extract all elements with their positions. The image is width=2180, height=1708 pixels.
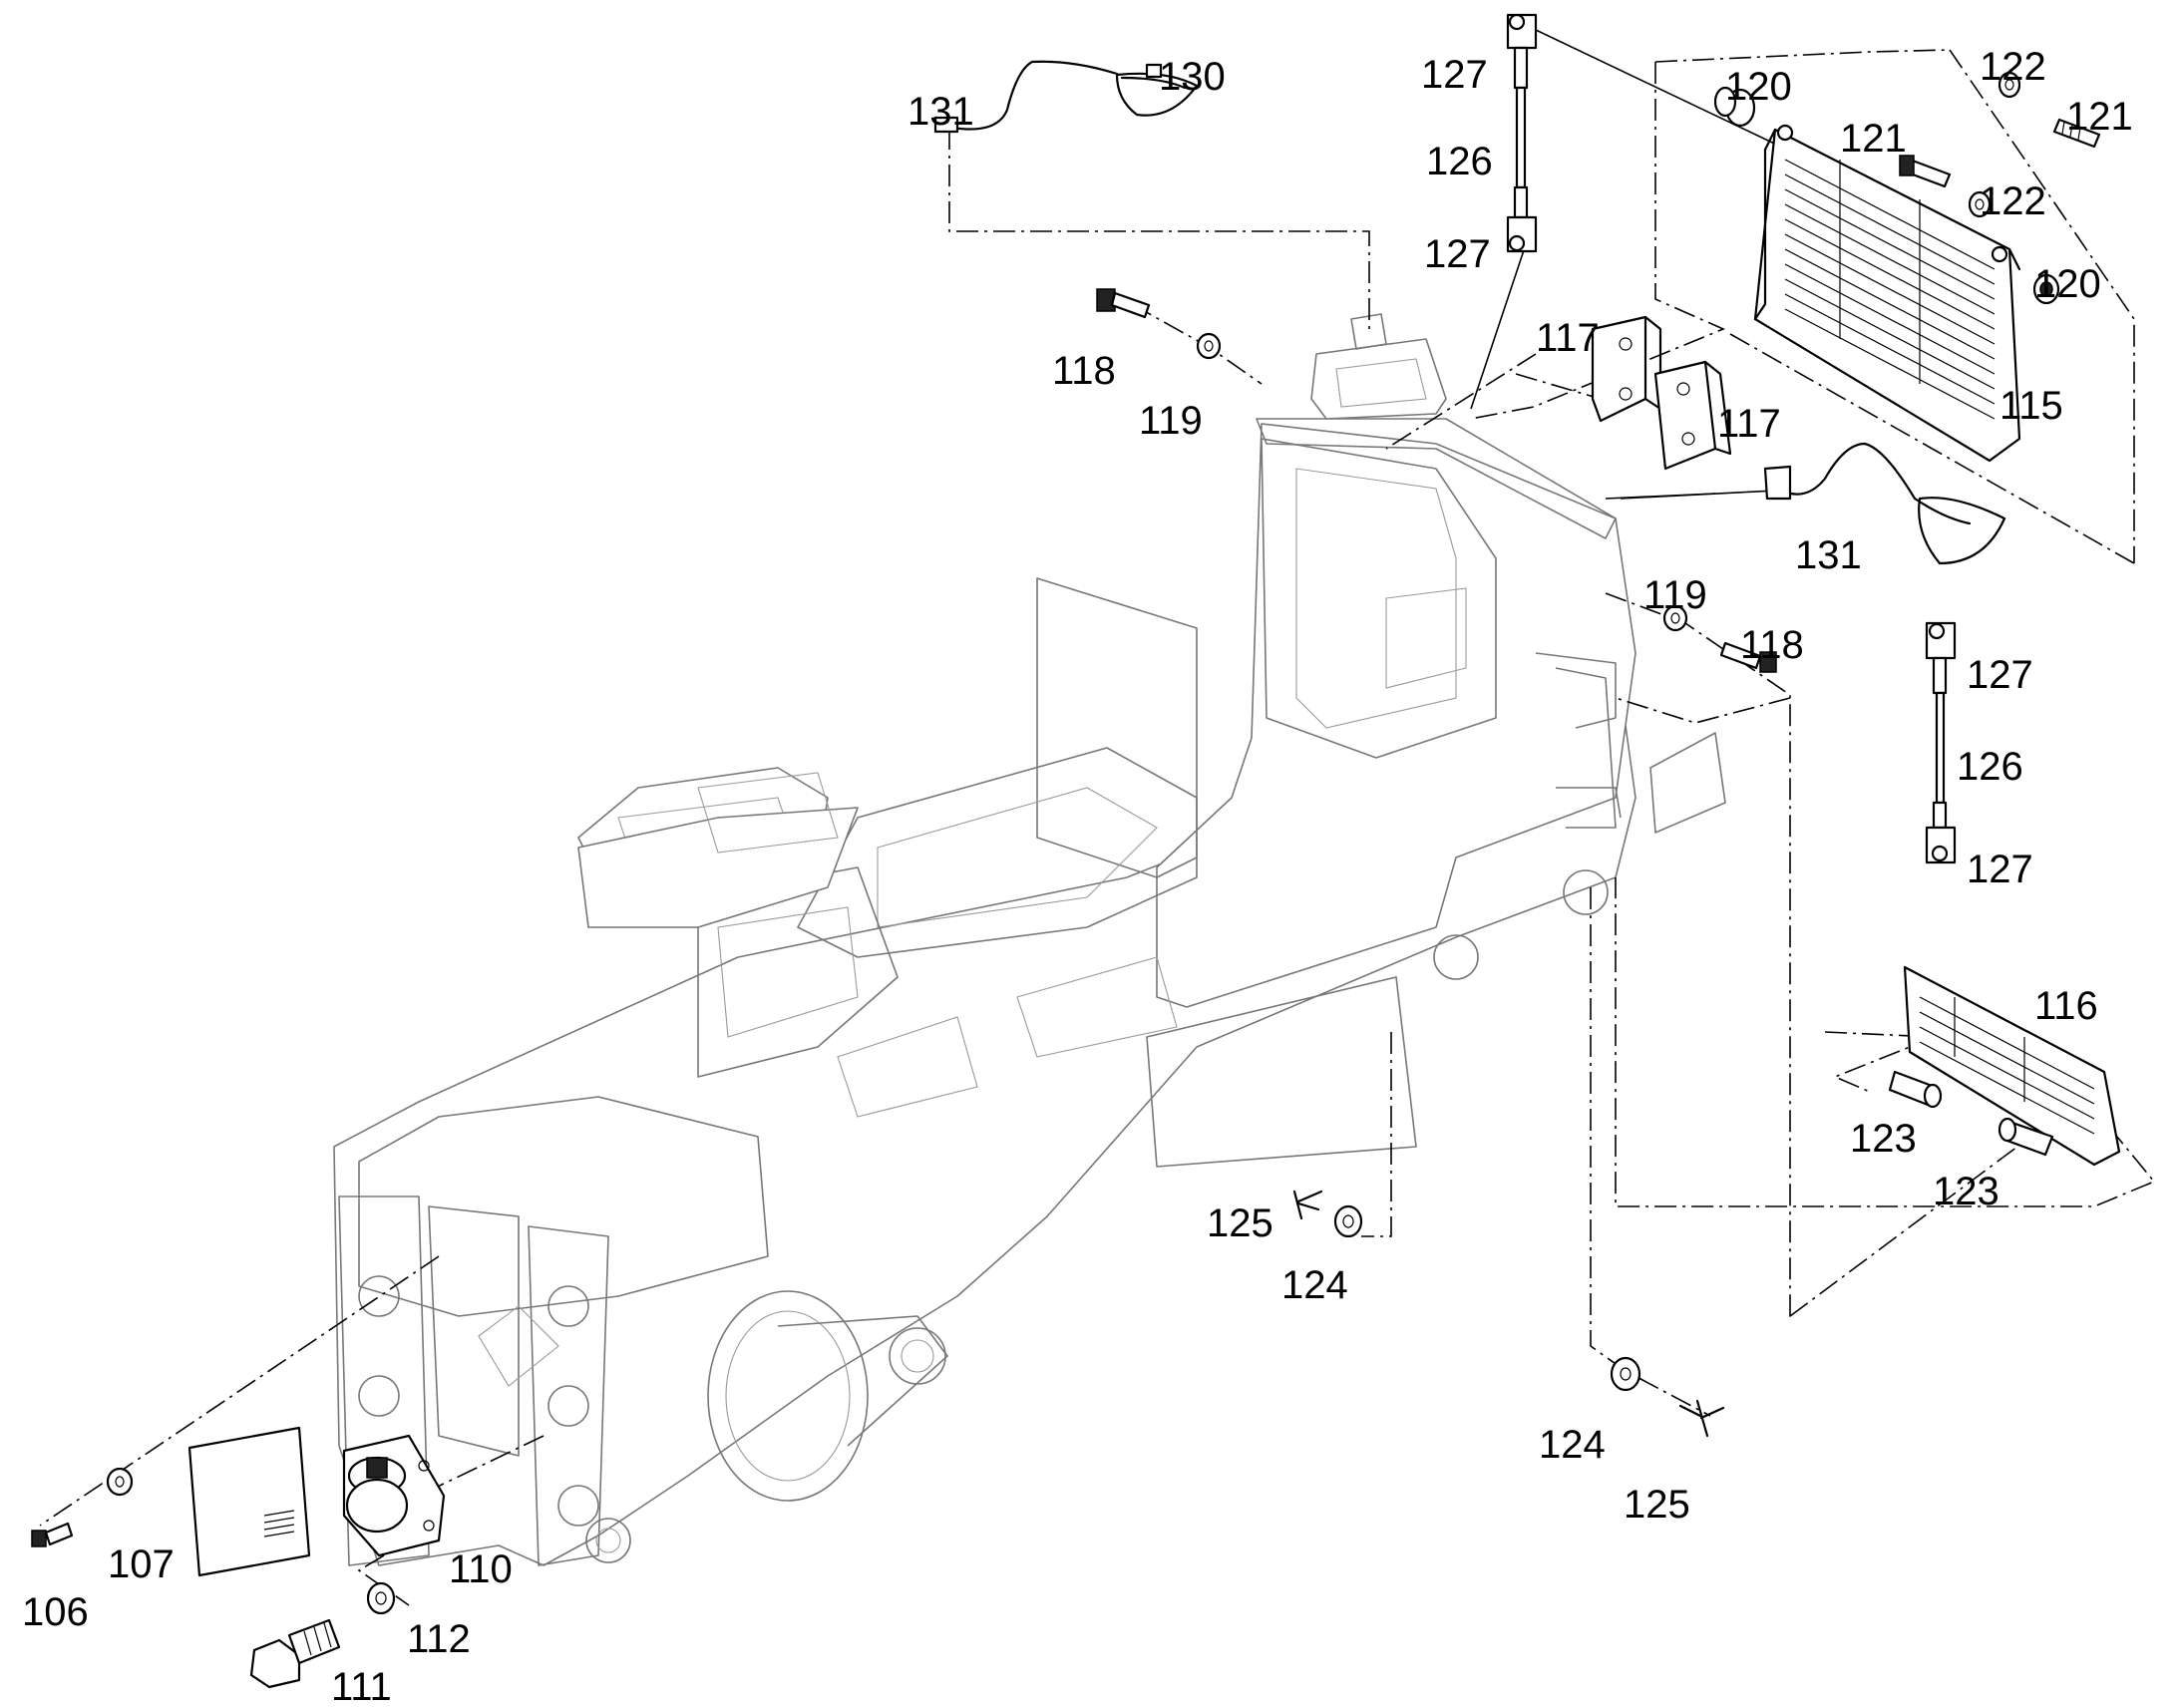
part-122-washer-a	[1998, 71, 2021, 99]
part-120-bushing-b	[2032, 273, 2060, 305]
frame-right-box	[1649, 732, 1726, 834]
frame-left-side	[338, 1196, 430, 1566]
callout-labels: 130 131 127 126 127 120 122 121 121 122 120 117 117 1…	[22, 45, 2133, 1708]
callout-130: 130	[1159, 55, 1226, 99]
callout-118-a: 118	[1052, 349, 1116, 393]
callout-125-b: 125	[1624, 1483, 1690, 1527]
part-131-cable-right	[1763, 442, 2006, 565]
part-117-bracket-a	[1591, 315, 1662, 423]
part-123-pin-a	[1888, 1070, 1943, 1109]
part-125-pin-mid	[1292, 1190, 1323, 1220]
part-cover-plate	[187, 1426, 311, 1577]
part-117-bracket-b	[1653, 360, 1732, 471]
callout-124-b: 124	[1539, 1423, 1606, 1467]
callout-112: 112	[407, 1617, 471, 1661]
part-118-bolt-right	[1719, 641, 1777, 673]
callout-120-a: 120	[1725, 65, 1792, 109]
frame-axle-housing	[707, 1290, 869, 1502]
part-112-washer	[366, 1581, 396, 1615]
callout-117-b: 117	[1717, 402, 1781, 446]
part-124-washer-mid	[1333, 1204, 1363, 1238]
callout-127-a: 127	[1421, 53, 1488, 97]
callout-122-a: 122	[1980, 45, 2046, 89]
callout-125-a: 125	[1207, 1201, 1273, 1245]
callout-118-b: 118	[1740, 623, 1804, 667]
frame-cab-wall	[1036, 577, 1198, 878]
callout-131-top: 131	[908, 90, 974, 134]
part-126-strut-right	[1925, 621, 1957, 864]
part-121-bolt-b	[1899, 155, 1952, 188]
part-130-lamp	[1115, 63, 1199, 117]
part-107-washer	[106, 1467, 134, 1497]
callout-107: 107	[108, 1542, 175, 1586]
frame-tower	[1156, 423, 1636, 1008]
part-121-bolt-a	[2052, 118, 2101, 149]
part-131-cable-top	[933, 60, 1119, 134]
part-125-pin-low	[1678, 1399, 1725, 1438]
callout-123-b: 123	[1933, 1170, 1999, 1213]
callout-117-a: 117	[1536, 316, 1600, 360]
part-116-grille	[1903, 965, 2121, 1167]
callout-119-a: 119	[1139, 399, 1203, 443]
callout-126-a: 126	[1426, 140, 1493, 183]
main-frame	[333, 313, 1726, 1566]
part-126-strut-top	[1506, 13, 1538, 253]
callout-127-d: 127	[1967, 848, 2033, 891]
callout-116: 116	[2034, 984, 2098, 1028]
leader-lines	[39, 29, 2156, 1606]
callout-121-b: 121	[2066, 95, 2133, 139]
part-119-washer-top	[1196, 332, 1222, 360]
part-106-screw	[31, 1522, 74, 1547]
part-120-bushing-a	[1713, 86, 1756, 128]
frame-lamp-mount	[1310, 338, 1447, 420]
frame-front-plate	[358, 1096, 769, 1317]
part-124-washer-low	[1610, 1356, 1641, 1392]
callout-111: 111	[331, 1665, 392, 1708]
callout-131-right: 131	[1795, 533, 1862, 577]
frame-cab-back	[1261, 438, 1497, 759]
part-119-washer-right	[1662, 604, 1688, 632]
callout-127-b: 127	[1424, 232, 1491, 276]
part-118-bolt-top	[1096, 288, 1151, 319]
callout-127-c: 127	[1967, 653, 2033, 697]
callout-120-b: 120	[2034, 262, 2101, 306]
callout-110: 110	[449, 1547, 513, 1591]
callout-124-a: 124	[1281, 1263, 1348, 1307]
part-115-grille	[1753, 124, 2021, 463]
callout-121-a: 121	[1840, 117, 1907, 161]
part-123-pin-b	[1998, 1117, 2054, 1157]
part-110-hitch	[342, 1434, 446, 1557]
callout-106: 106	[22, 1590, 89, 1634]
callout-122-b: 122	[1980, 179, 2046, 223]
callout-119-b: 119	[1643, 573, 1707, 617]
part-122-washer-b	[1968, 190, 1992, 218]
callout-123-a: 123	[1850, 1117, 1917, 1161]
callout-126-b: 126	[1957, 745, 2023, 789]
part-111-bolt	[249, 1618, 341, 1689]
callout-115: 115	[1999, 384, 2063, 428]
